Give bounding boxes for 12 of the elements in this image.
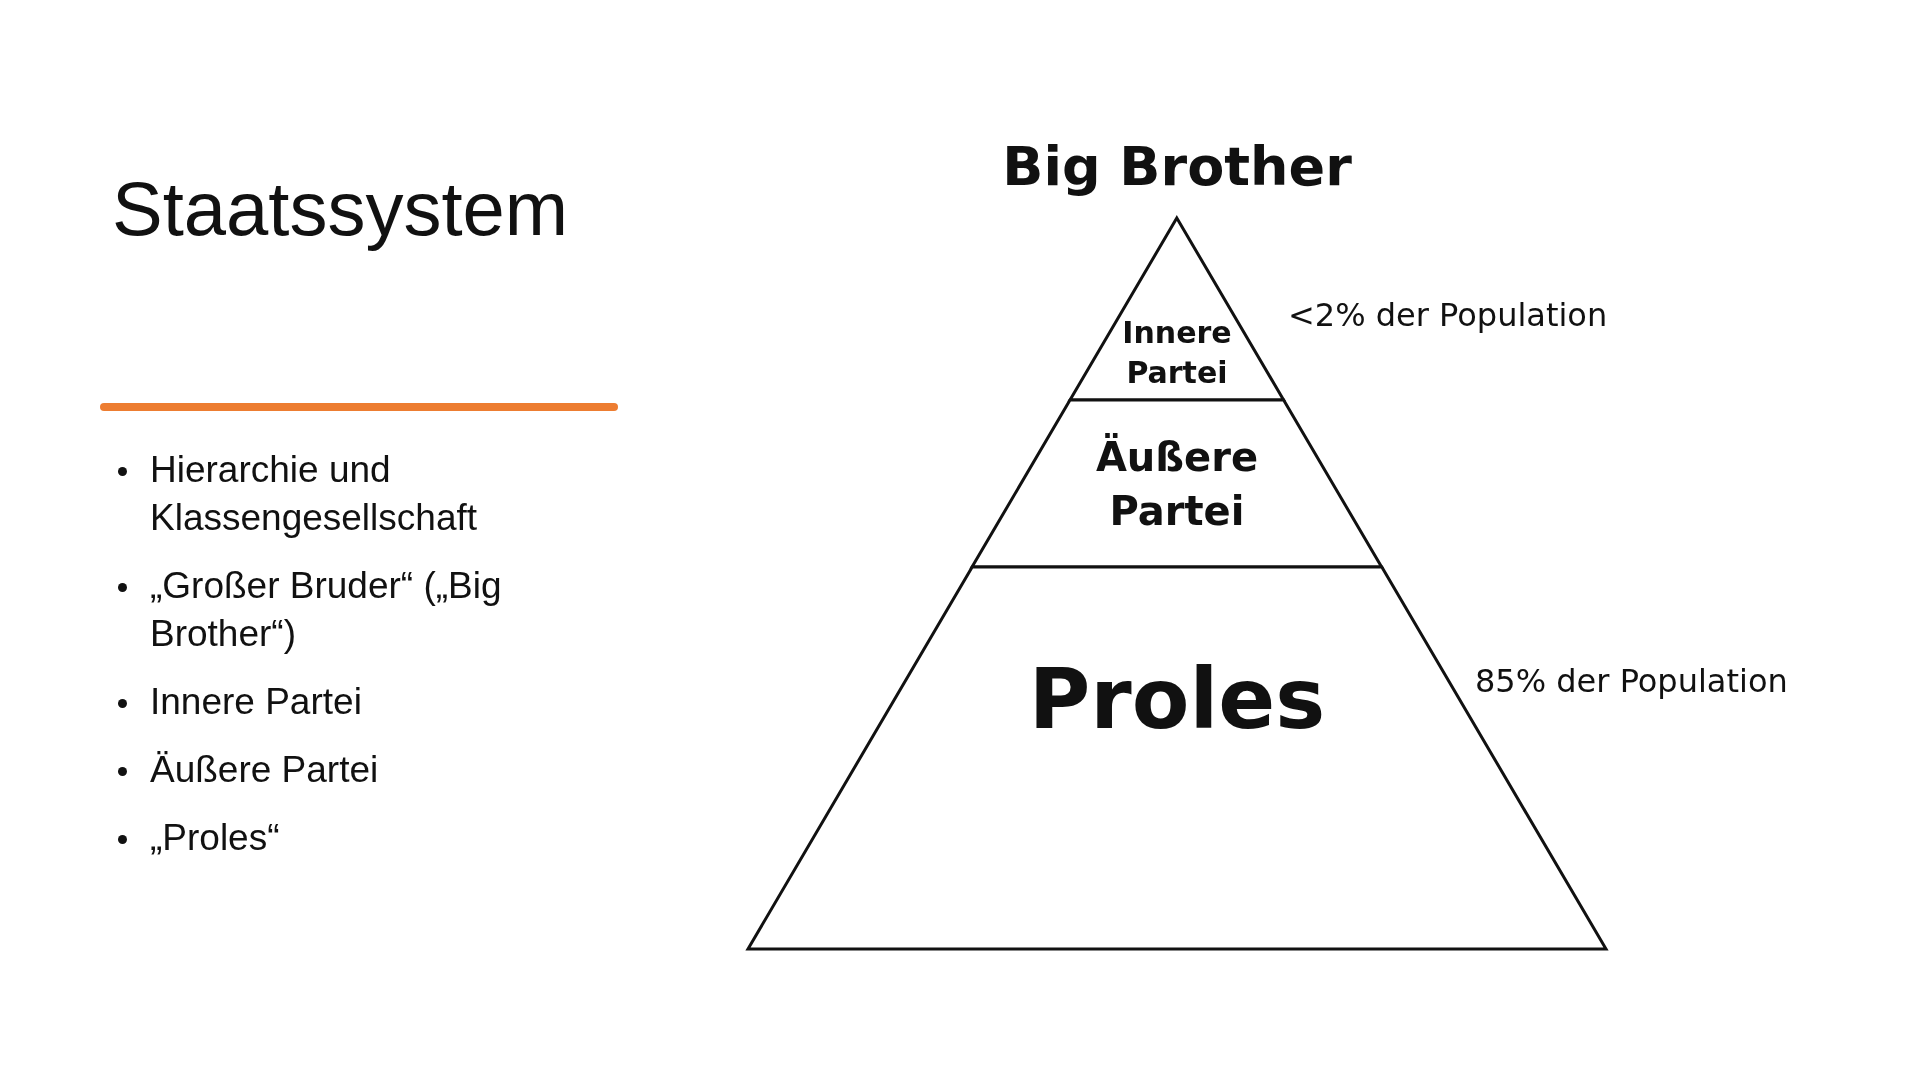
level-note: 85% der Population	[1475, 662, 1788, 700]
level-label: Proles	[1027, 649, 1327, 751]
bullet-text: Hierarchie und Klassengesellschaft	[150, 448, 479, 540]
bullet-text: „Großer Bruder“ („Big Brother“)	[150, 564, 503, 656]
slide-title: Staatssystem	[112, 165, 569, 252]
level-note: <2% der Population	[1288, 296, 1608, 334]
bullet-text: „Proles“	[150, 816, 281, 860]
bullet-text: Innere Partei	[150, 680, 363, 724]
bullet-text: Äußere Partei	[150, 748, 380, 792]
pyramid-heading: Big Brother	[1001, 135, 1353, 198]
level-label: Äußere Partei	[1094, 432, 1260, 537]
level-label: Innere Partei	[1121, 313, 1233, 393]
